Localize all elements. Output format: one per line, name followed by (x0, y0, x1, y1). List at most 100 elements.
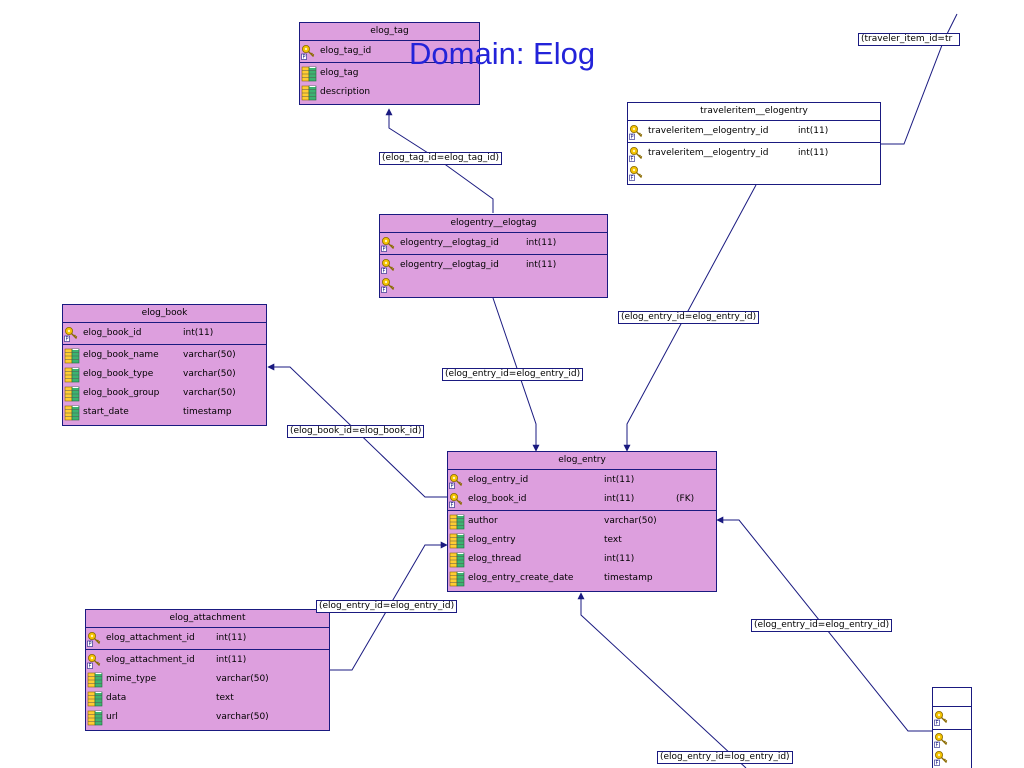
key-icon: F (934, 751, 948, 766)
column-name: elog_entry (468, 535, 516, 545)
relationship-label-elog-book[interactable]: (elog_book_id=elog_book_id) (287, 425, 425, 438)
column-name: elog_attachment_id (106, 655, 195, 665)
key-icon: P (64, 326, 80, 343)
table-header: elog_attachment (86, 610, 329, 628)
svg-text:F: F (936, 761, 939, 766)
key-icon: F (381, 258, 397, 275)
svg-text:F: F (383, 288, 386, 293)
link-traveleritem-to-traveler-item (878, 13, 958, 145)
relationship-label-traveler-item[interactable]: (traveler_item_id=tr (858, 33, 960, 46)
column-icon (449, 552, 465, 568)
column-name: data (106, 693, 127, 703)
column-name: traveleritem__elogentry_id (648, 148, 769, 158)
column-name: elog_book_id (468, 494, 527, 504)
relationship-label-traveleritem-entry[interactable]: (elog_entry_id=elog_entry_id) (618, 311, 760, 324)
table-header: elog_tag (300, 23, 479, 41)
svg-text:P: P (382, 247, 385, 252)
column-type: int(11) (798, 148, 829, 158)
key-icon: P (301, 44, 317, 61)
column-type: varchar(50) (604, 516, 657, 526)
column-type: text (216, 693, 234, 703)
svg-text:F: F (631, 176, 634, 181)
column-icon (449, 533, 465, 549)
column-name: elogentry__elogtag_id (400, 238, 499, 248)
column-name: elog_thread (468, 554, 522, 564)
column-name: elog_attachment_id (106, 633, 195, 643)
column-name: elog_entry_create_date (468, 573, 574, 583)
column-icon (87, 691, 103, 707)
column-type: int(11) (183, 328, 214, 338)
column-type: int(11) (604, 475, 635, 485)
key-icon: F (629, 165, 645, 182)
relationship-label-bottom[interactable]: (elog_entry_id=log_entry_id) (657, 751, 793, 764)
svg-text:P: P (302, 55, 305, 60)
column-icon (301, 66, 317, 82)
column-row[interactable]: elog_entry text (448, 531, 716, 550)
svg-text:F: F (631, 157, 634, 162)
column-name: author (468, 516, 498, 526)
column-icon (64, 348, 80, 364)
key-icon: P (381, 236, 397, 253)
relationship-label-elogtag-entry[interactable]: (elog_entry_id=elog_entry_id) (442, 368, 584, 381)
column-icon (64, 367, 80, 383)
table-header: traveleritem__elogentry (628, 103, 880, 121)
column-icon (449, 571, 465, 587)
column-name: elog_book_group (83, 388, 160, 398)
column-type: text (604, 535, 622, 545)
column-row[interactable]: author varchar(50) (448, 512, 716, 531)
key-icon: F (87, 653, 103, 670)
column-name: mime_type (106, 674, 157, 684)
column-type: int(11) (216, 655, 247, 665)
column-type: varchar(50) (216, 674, 269, 684)
relationship-label-elog-tag[interactable]: (elog_tag_id=elog_tag_id) (379, 152, 503, 165)
key-icon: P (449, 473, 465, 490)
column-row[interactable]: descriptionvarchar(255) (300, 83, 479, 102)
column-row[interactable]: elog_tagchar(50) (300, 64, 479, 83)
column-row[interactable]: elog_book_group varchar(50) (63, 384, 266, 403)
table-partial-bottom-right[interactable]: F F F (932, 687, 972, 768)
key-row[interactable]: F (380, 275, 607, 294)
column-icon (301, 85, 317, 101)
domain-title: Domain: Elog (409, 36, 596, 71)
svg-text:F: F (451, 503, 454, 508)
svg-text:F: F (383, 269, 386, 274)
key-row[interactable]: F (628, 163, 880, 182)
relationship-label-right[interactable]: (elog_entry_id=elog_entry_id) (751, 619, 893, 632)
column-icon (87, 710, 103, 726)
column-row[interactable]: data text (86, 689, 329, 708)
relationship-label-attachment[interactable]: (elog_entry_id=elog_entry_id) (316, 600, 458, 613)
column-row[interactable]: mime_type varchar(50) (86, 670, 329, 689)
column-type: varchar(50) (183, 388, 236, 398)
column-name: description (320, 87, 371, 97)
svg-text:F: F (936, 743, 939, 748)
